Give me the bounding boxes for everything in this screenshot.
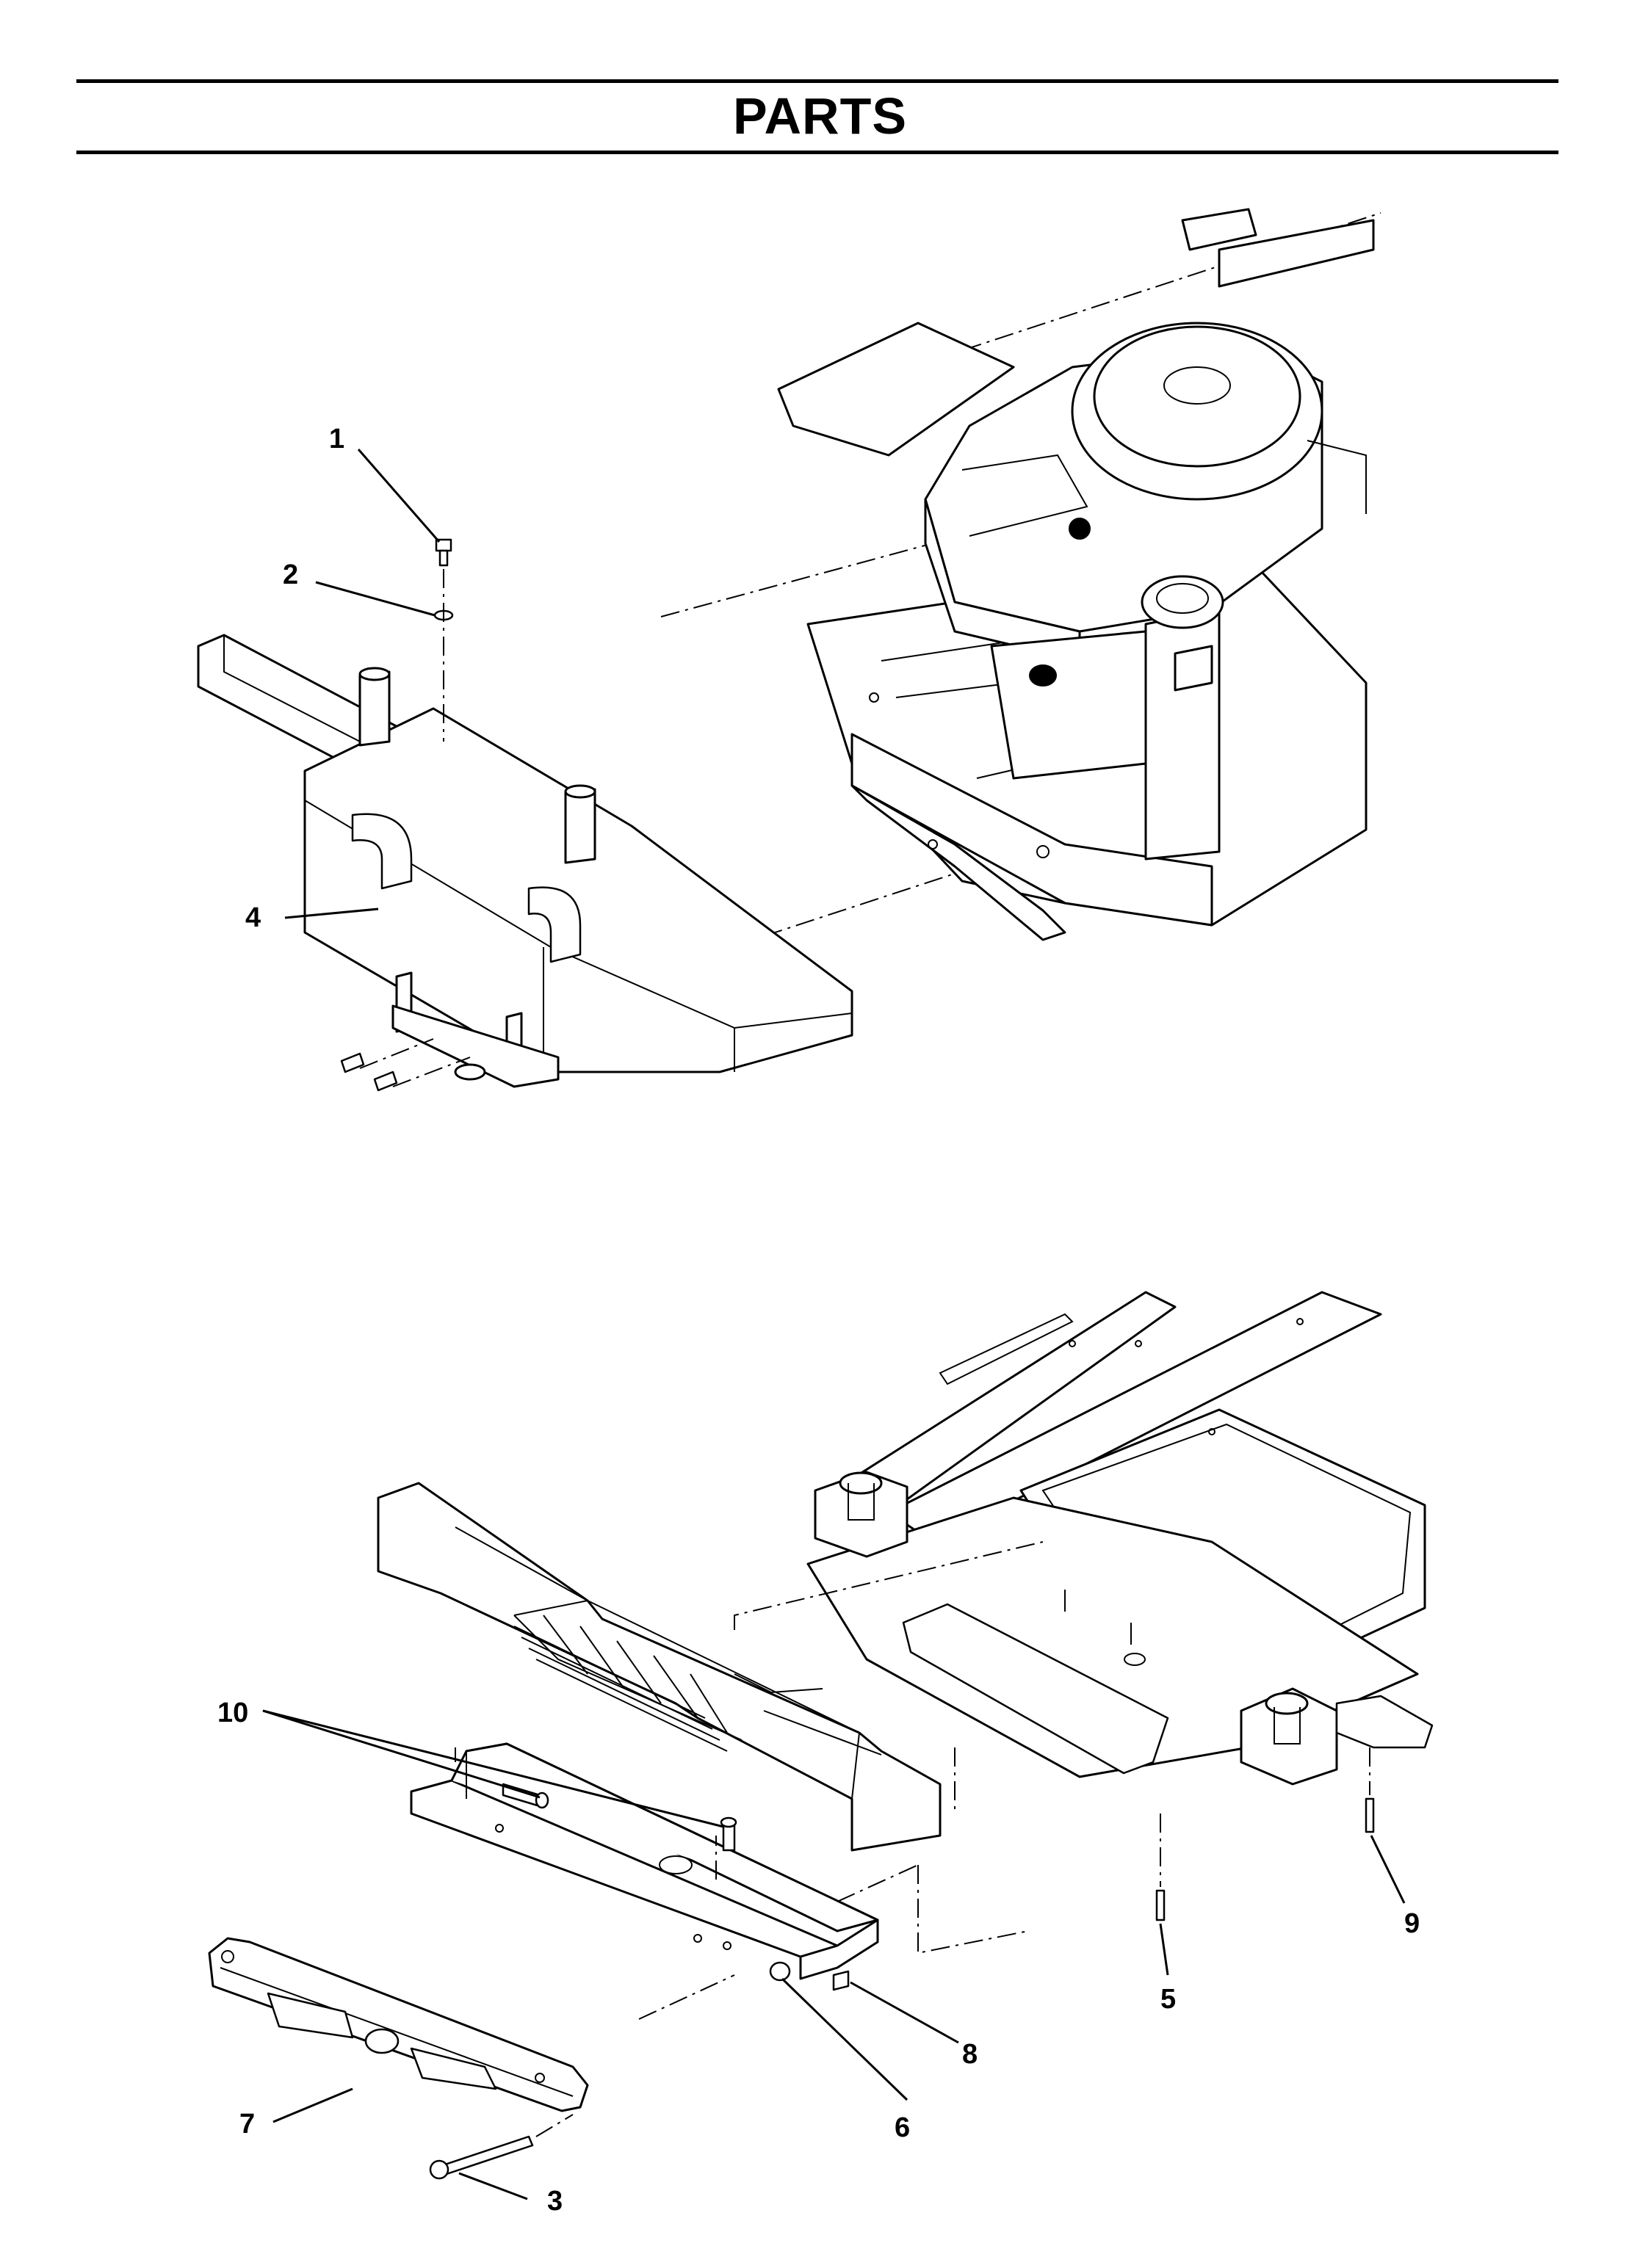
mounting-bracket [410,1742,879,1980]
front-bumper-assembly [197,634,853,1092]
callout-5: 5 [1160,1984,1176,2015]
callout-3: 3 [547,2186,563,2217]
bottom-assembly: 10 7 3 6 8 5 9 [208,1291,1434,2217]
front-bumper [208,1937,589,2112]
bottom-rule [76,151,1558,154]
bottom-alignment-lines [455,1541,1370,2137]
callout-7: 7 [239,2109,255,2140]
chassis-frame [806,1291,1434,1786]
callout-6: 6 [895,2112,910,2143]
grille-mesh [455,1526,882,1756]
callout-4: 4 [245,902,261,933]
top-leader-lines [284,449,441,919]
callout-10: 10 [217,1698,248,1728]
top-assembly: 1 2 4 [197,208,1381,1092]
bottom-leader-lines [262,1709,1406,2200]
engine [924,322,1367,861]
top-rule [76,79,1558,83]
callout-1: 1 [329,424,344,454]
callout-2: 2 [283,559,298,590]
fastener-stack-top [433,538,454,742]
page-title: PARTS [732,87,908,145]
callout-9: 9 [1404,1908,1420,1939]
grille-hood [377,1482,942,1852]
callout-8: 8 [962,2039,978,2070]
